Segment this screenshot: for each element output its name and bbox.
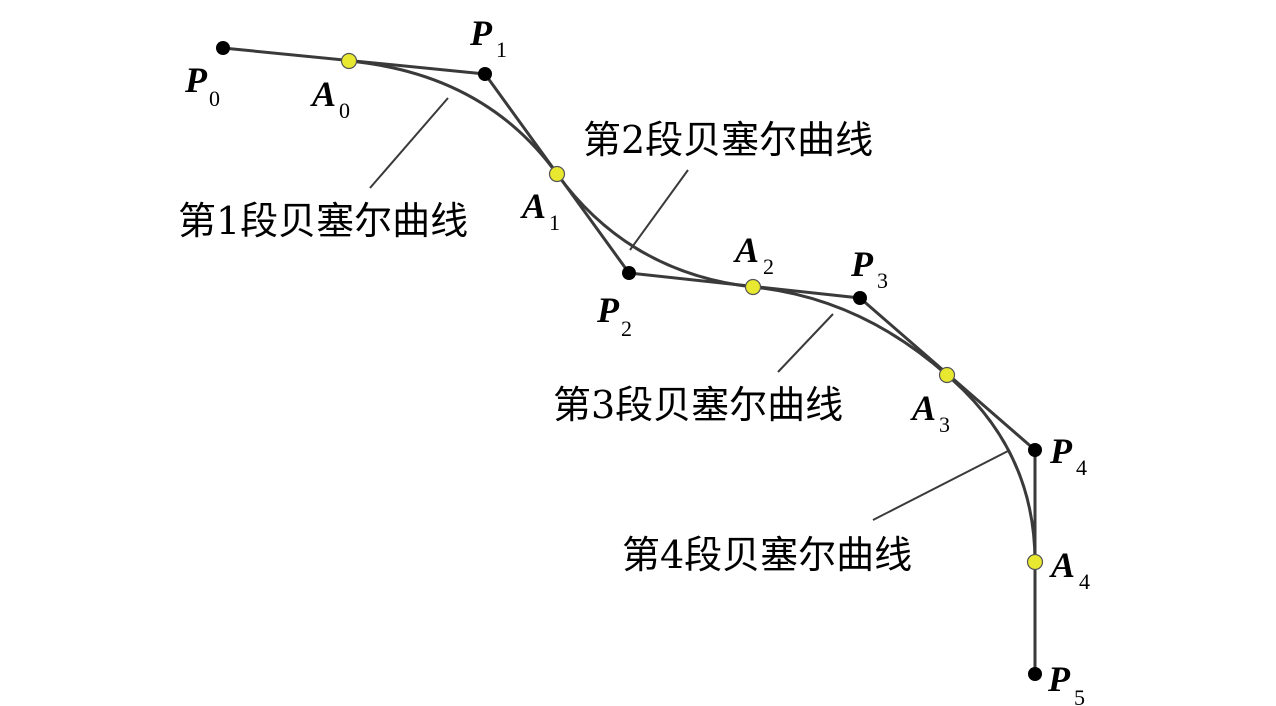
label-p0: P0: [184, 60, 220, 111]
bezier-segment-2: [555, 173, 754, 289]
junction-point-a3: [938, 366, 956, 384]
junction-point-a1: [548, 165, 566, 183]
bezier-segment-1: [348, 59, 559, 175]
bezier-segment-3: [752, 285, 948, 377]
segment-label-1: 第1段贝塞尔曲线: [178, 199, 468, 243]
segment-label-4: 第4段贝塞尔曲线: [622, 533, 912, 577]
control-point-p0: [216, 41, 230, 55]
control-point-p4: [1028, 443, 1042, 457]
leader-line-3: [777, 313, 834, 373]
control-point-p2: [622, 266, 636, 280]
segment-label-2: 第2段贝塞尔曲线: [583, 118, 873, 162]
junction-point-a4: [1026, 553, 1044, 571]
leader-line-2: [629, 169, 689, 251]
label-p2: P2: [596, 290, 632, 341]
leader-line-1: [369, 97, 449, 189]
junction-point-a0: [340, 52, 358, 70]
bezier-segment-4: [946, 373, 1037, 563]
control-point-p3: [853, 291, 867, 305]
control-point-p1: [478, 67, 492, 81]
junction-point-a2: [744, 278, 762, 296]
leader-line-4: [872, 449, 1011, 521]
control-point-p5: [1028, 667, 1042, 681]
segment-label-3: 第3段贝塞尔曲线: [553, 383, 843, 427]
